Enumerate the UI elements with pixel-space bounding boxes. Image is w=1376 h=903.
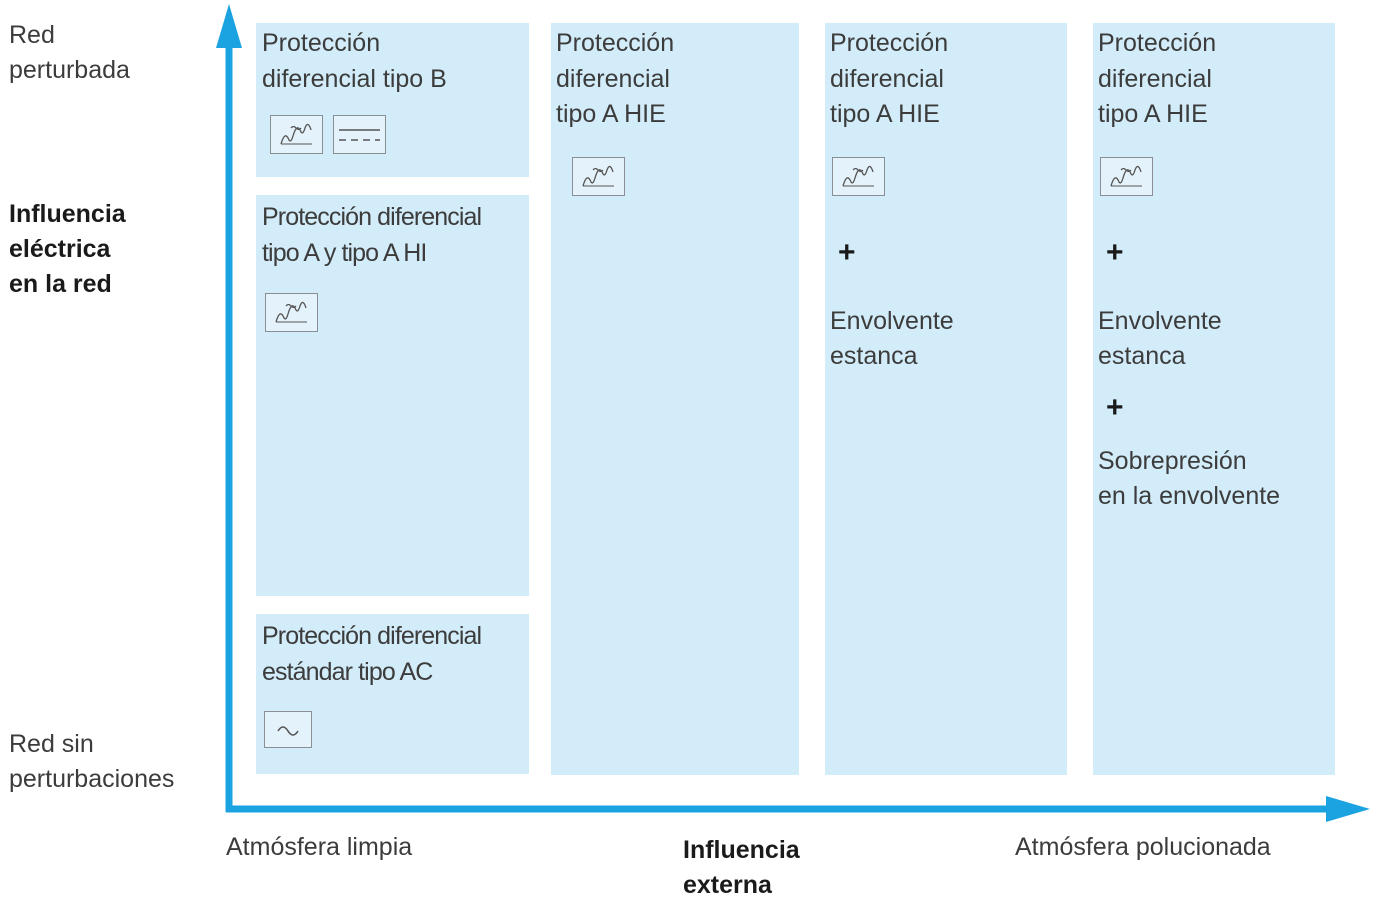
y-axis-arrowhead xyxy=(216,4,242,48)
pulsating-ac-icon xyxy=(572,157,625,196)
box-tipo-b: Protección diferencial tipo B xyxy=(256,23,529,177)
box-title: Protección diferencial estándar tipo AC xyxy=(262,622,482,686)
box-title: Protección diferencial tipo A HIE xyxy=(556,29,675,128)
x-axis-right-label: Atmósfera polucionada xyxy=(1015,833,1271,861)
box-tipo-ac: Protección diferencial estándar tipo AC xyxy=(256,614,529,774)
box-col2-tipo-a-hie: Protección diferencial tipo A HIE xyxy=(551,23,799,775)
pulsating-ac-icon xyxy=(270,115,323,154)
ac-sine-icon xyxy=(264,711,312,748)
plus-sign: + xyxy=(1106,236,1124,269)
envolvente-estanca-label: Envolvente estanca xyxy=(830,307,954,370)
plus-sign: + xyxy=(838,236,856,269)
dc-icon xyxy=(333,115,386,154)
y-axis-title: Influencia eléctrica en la red xyxy=(9,200,126,298)
x-axis-left-label: Atmósfera limpia xyxy=(226,833,413,861)
box-col3-tipo-a-hie: Protección diferencial tipo A HIE + Envo… xyxy=(825,23,1067,775)
pulsating-ac-icon xyxy=(265,293,318,332)
y-axis-top-label: Red perturbada xyxy=(9,21,130,84)
envolvente-estanca-label: Envolvente estanca xyxy=(1098,307,1222,370)
box-title: Protección diferencial tipo A y tipo A H… xyxy=(262,203,482,267)
x-axis-title: Influencia externa xyxy=(683,836,800,899)
box-title: Protección diferencial tipo A HIE xyxy=(1098,29,1217,128)
sobrepresion-label: Sobrepresión en la envolvente xyxy=(1098,447,1281,510)
y-axis-bottom-label: Red sin perturbaciones xyxy=(9,730,175,793)
box-title: Protección diferencial tipo B xyxy=(262,29,447,93)
pulsating-ac-icon xyxy=(1100,157,1153,196)
pulsating-ac-icon xyxy=(832,157,885,196)
box-tipo-a-hi: Protección diferencial tipo A y tipo A H… xyxy=(256,195,529,596)
x-axis-arrowhead xyxy=(1326,796,1370,822)
plus-sign: + xyxy=(1106,391,1124,424)
box-title: Protección diferencial tipo A HIE xyxy=(830,29,949,128)
box-col4-tipo-a-hie: Protección diferencial tipo A HIE + Envo… xyxy=(1093,23,1335,775)
